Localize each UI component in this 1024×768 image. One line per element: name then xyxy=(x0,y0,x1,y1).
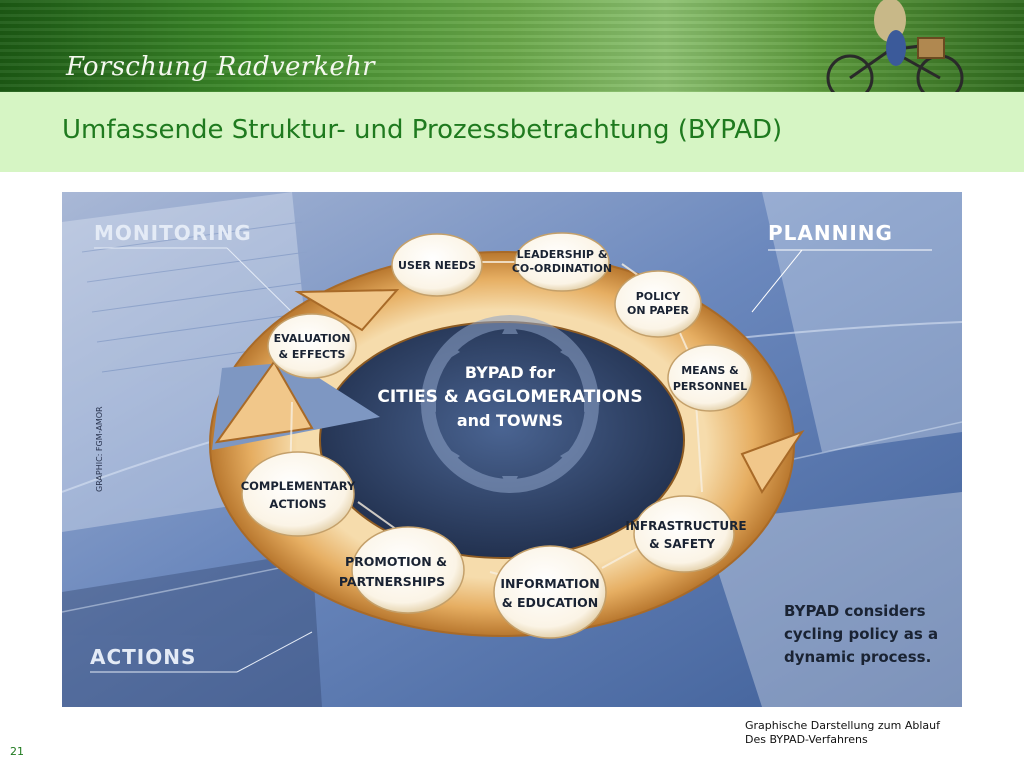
node-label: PROMOTION & xyxy=(345,554,447,569)
bypad-cycle-diagram: MONITORING PLANNING ACTIONS BYPAD for CI… xyxy=(62,192,962,707)
center-compass-icon xyxy=(420,315,600,493)
node-promotion: PROMOTION & PARTNERSHIPS xyxy=(339,526,465,614)
node-user-needs: USER NEEDS xyxy=(391,233,483,297)
actions-pointer xyxy=(236,631,313,673)
planning-label: PLANNING xyxy=(768,221,893,245)
planning-pointer xyxy=(751,249,803,313)
page-title: Umfassende Struktur- und Prozessbetracht… xyxy=(62,115,783,145)
node-label: MEANS & xyxy=(681,364,739,377)
node-label: ON PAPER xyxy=(627,304,690,317)
node-infrastructure: INFRASTRUCTURE & SAFETY xyxy=(625,495,747,573)
node-label: PERSONNEL xyxy=(673,380,747,393)
node-label: INFRASTRUCTURE xyxy=(625,519,746,533)
title-band xyxy=(0,92,1024,172)
brand-logo-text: Forschung Radverkehr xyxy=(66,52,375,82)
node-label: USER NEEDS xyxy=(398,259,476,272)
node-label: & EDUCATION xyxy=(502,595,598,610)
node-label: ACTIONS xyxy=(269,497,326,511)
cyclist-photo xyxy=(826,0,964,92)
node-label: PARTNERSHIPS xyxy=(339,574,445,589)
graphic-credit: GRAPHIC: FGM-AMOR xyxy=(95,406,104,492)
caption-line2: Des BYPAD-Verfahrens xyxy=(745,733,868,746)
actions-label: ACTIONS xyxy=(90,645,196,669)
node-evaluation: EVALUATION & EFFECTS xyxy=(267,313,357,379)
page-number: 21 xyxy=(10,745,24,758)
note-line3: dynamic process. xyxy=(784,648,931,666)
figure-caption: Graphische Darstellung zum Ablauf Des BY… xyxy=(745,719,940,747)
node-label: COMPLEMENTARY xyxy=(241,479,356,493)
note-line2: cycling policy as a xyxy=(784,625,938,643)
monitoring-pointer xyxy=(226,247,303,323)
node-policy: POLICY ON PAPER xyxy=(614,270,702,338)
node-information: INFORMATION & EDUCATION xyxy=(493,545,607,639)
node-label: INFORMATION xyxy=(500,576,599,591)
node-label: & SAFETY xyxy=(649,537,715,551)
center-title-line1: BYPAD for xyxy=(465,363,555,382)
node-label: CO-ORDINATION xyxy=(512,262,612,275)
note-line1: BYPAD considers xyxy=(784,602,926,620)
header-banner: Forschung Radverkehr xyxy=(0,0,1024,92)
node-leadership: LEADERSHIP & CO-ORDINATION xyxy=(512,232,612,292)
node-label: EVALUATION xyxy=(274,332,351,345)
node-label: & EFFECTS xyxy=(279,348,346,361)
node-complementary: COMPLEMENTARY ACTIONS xyxy=(241,451,356,537)
center-title-line2: CITIES & AGGLOMERATIONS xyxy=(377,387,642,407)
monitoring-label: MONITORING xyxy=(94,221,252,245)
node-label: POLICY xyxy=(636,290,682,303)
node-label: LEADERSHIP & xyxy=(517,248,608,261)
node-means: MEANS & PERSONNEL xyxy=(667,344,753,412)
caption-line1: Graphische Darstellung zum Ablauf xyxy=(745,719,940,732)
center-title-line3: and TOWNS xyxy=(457,411,563,430)
